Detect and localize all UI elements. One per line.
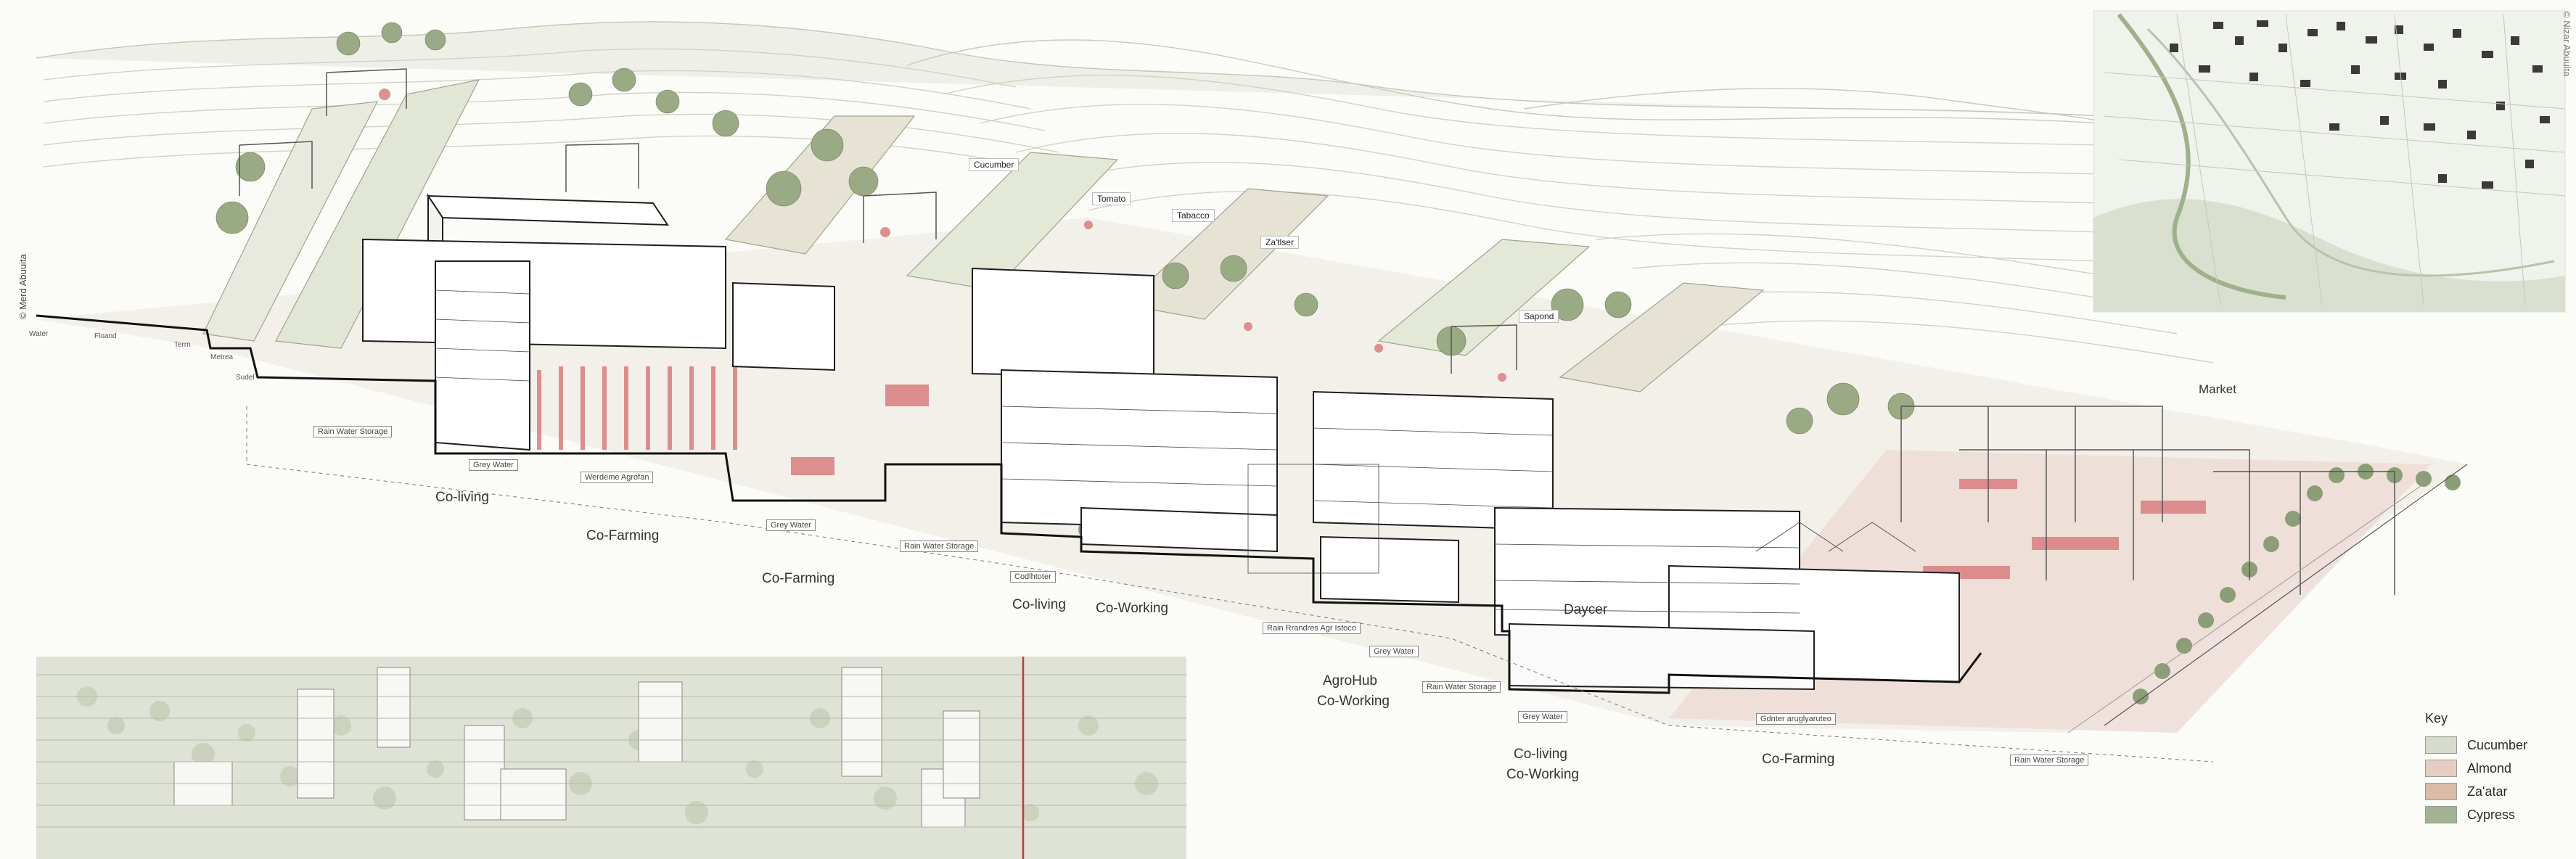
zone-label-daycare: Daycer	[1564, 602, 1608, 617]
copyright-left: © Merd Abuuita	[17, 254, 28, 319]
ground-dashed	[246, 406, 2214, 763]
zone-label-coworking: Co-Working	[1096, 601, 1168, 616]
zone-label-cofarming: Co-Farming	[762, 571, 835, 586]
system-tag: Rain Water Storage	[313, 426, 393, 437]
edge-label: Sudel	[236, 374, 255, 382]
legend-item-cucumber: Cucumber	[2425, 733, 2570, 757]
system-tag: Grey Water	[766, 519, 816, 531]
terraces	[202, 79, 1765, 392]
system-tag: Grey Water	[1518, 711, 1567, 723]
zone-label-coliving: Co-living	[1012, 597, 1066, 612]
edge-label: Floand	[94, 332, 117, 340]
legend-swatch	[2425, 736, 2457, 754]
system-tag: Werdeme Agrofan	[581, 472, 654, 483]
pergolas	[239, 68, 2395, 595]
legend-label: Almond	[2467, 760, 2512, 776]
system-tag: Codlhtoter	[1010, 571, 1056, 583]
edge-label: Terrn	[174, 341, 191, 349]
zone-label-coliving: Co-living	[435, 490, 489, 505]
crop-label-tomato: Tomato	[1092, 192, 1131, 205]
legend-label: Cypress	[2467, 807, 2516, 822]
system-tag: Rain Water Storage	[2010, 755, 2089, 766]
zone-label-cofarming: Co-Farming	[586, 528, 660, 543]
building-details	[435, 289, 1916, 614]
system-tag: Gdnter aruglyaruteo	[1756, 713, 1836, 725]
copyright-right: © Nizar Abuuita	[2561, 11, 2572, 77]
system-tag: Rain Water Storage	[1422, 681, 1501, 693]
legend-swatch	[2425, 783, 2457, 800]
crop-label-sapond: Sapond	[1519, 310, 1559, 323]
legend-item-cypress: Cypress	[2425, 803, 2570, 826]
legend-label: Za'atar	[2467, 784, 2508, 799]
legend-swatch	[2425, 806, 2457, 823]
plan-inset	[36, 657, 1186, 859]
zone-label-cofarming: Co-Farming	[1762, 752, 1835, 767]
legend-item-zaatar: Za'atar	[2425, 780, 2570, 803]
edge-label: Water	[29, 330, 49, 338]
system-tag: Rain Water Storage	[900, 541, 979, 552]
edge-label: Metrea	[210, 353, 234, 361]
hills	[36, 21, 2214, 363]
buildings	[362, 193, 1960, 691]
system-tag: Rain Rrandres Agr Istoco	[1263, 622, 1361, 634]
legend: Key Cucumber Almond Za'atar Cypress	[2425, 711, 2570, 826]
zone-label-coliving: Co-living	[1514, 747, 1567, 762]
market-label: Market	[2199, 382, 2236, 396]
legend-title: Key	[2425, 711, 2448, 726]
zone-label-agrohub: AgroHub	[1323, 673, 1377, 689]
legend-item-almond: Almond	[2425, 757, 2570, 780]
legend-swatch	[2425, 760, 2457, 777]
zone-label-coworking: Co-Working	[1506, 767, 1579, 782]
system-tag: Grey Water	[1369, 646, 1419, 657]
system-tag: Grey Water	[469, 459, 518, 471]
crop-label-cucumber: Cucumber	[969, 158, 1020, 171]
zone-label-agrohub-coworking: Co-Working	[1317, 694, 1390, 709]
section-cut-line	[36, 314, 1982, 694]
crop-label-tabacco: Tabacco	[1172, 209, 1215, 222]
legend-label: Cucumber	[2467, 737, 2528, 752]
orchard-trees	[216, 22, 1915, 435]
site-plan-map	[2093, 10, 2566, 313]
crop-label-zatlser: Za'tlser	[1260, 236, 1299, 249]
